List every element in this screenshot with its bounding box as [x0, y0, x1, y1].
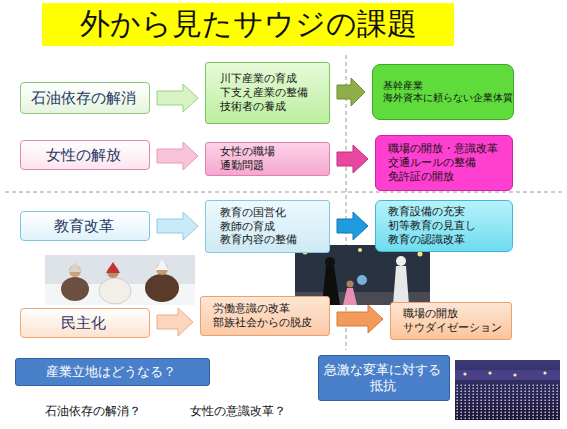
figure-child — [343, 288, 357, 305]
measure-box: 女性の職場通勤問題 — [205, 142, 330, 176]
node-text: 初等教育の見直し — [388, 219, 509, 233]
issue-box: 女性の解放 — [20, 140, 150, 170]
question-box: 産業立地はどうなる？ — [15, 358, 210, 386]
photo-night — [455, 360, 560, 420]
block-arrow — [337, 305, 383, 333]
building-light — [543, 371, 546, 374]
building-light — [513, 373, 516, 376]
goal-box: 職場の開放・意識改革交通ルールの整備免許証の開放 — [375, 135, 513, 191]
node-text: 教育の国営化 — [220, 206, 326, 220]
node-text: 女性の職場 — [220, 145, 326, 159]
node-text: 急激な変革に対する抵抗 — [319, 362, 446, 395]
question-box: 急激な変革に対する抵抗 — [318, 355, 450, 401]
title: 外から見たサウジの課題 — [42, 3, 454, 46]
note-text: 石油依存の解消？ — [45, 403, 141, 420]
goal-box: 基幹産業海外資本に頼らない企業体質 — [372, 64, 514, 120]
title-band — [42, 3, 454, 46]
building-light — [488, 371, 491, 374]
street-light — [358, 248, 362, 252]
figure-thobe — [393, 266, 409, 305]
figure-head — [396, 256, 406, 266]
node-text: 部族社会からの脱皮 — [213, 316, 326, 330]
node-text: 海外資本に頼らない企業体質 — [383, 92, 510, 105]
node-text: 労働意識の改革 — [213, 302, 326, 316]
figure-body — [99, 278, 131, 304]
dashed-divider — [5, 192, 562, 193]
node-text: 教育改革 — [21, 217, 146, 236]
building-band — [455, 370, 560, 380]
node-text: 教育の認識改革 — [388, 233, 509, 247]
photo-seated-men — [45, 255, 195, 305]
photo-sky — [45, 255, 195, 305]
measure-box: 教育の国営化教師の育成教育内容の整備 — [205, 200, 330, 253]
block-arrow — [337, 78, 365, 106]
figure-head — [347, 281, 354, 288]
node-text: 免許証の開放 — [388, 170, 509, 184]
node-text: 通勤問題 — [220, 159, 326, 173]
issue-box: 石油依存の解消 — [20, 82, 150, 114]
block-arrow — [337, 212, 368, 240]
figure-body — [145, 274, 179, 302]
building-light — [463, 372, 466, 375]
node-text: 産業立地はどうなる？ — [16, 364, 206, 380]
node-text: 女性の解放 — [21, 146, 146, 165]
crowd — [455, 384, 560, 420]
note-text: 女性の意識改革？ — [190, 403, 286, 420]
figure-headscarf — [68, 262, 82, 272]
node-text: 基幹産業 — [383, 80, 510, 93]
block-arrow — [337, 145, 368, 173]
node-text: 民主化 — [21, 314, 146, 333]
photo-crowd-night — [455, 360, 560, 420]
figure-body — [61, 277, 89, 301]
block-arrow — [157, 142, 198, 170]
issue-box: 民主化 — [20, 308, 150, 338]
figure-head — [325, 257, 335, 267]
node-text: 技術者の養成 — [220, 100, 326, 114]
block-arrow — [157, 212, 198, 240]
balloon — [357, 275, 367, 285]
dashed-divider — [346, 55, 347, 350]
node-text: 教育設備の充実 — [388, 205, 509, 219]
node-text: 石油依存の解消 — [21, 89, 146, 108]
node-text: サウダイゼーション — [403, 321, 508, 335]
issue-box: 教育改革 — [20, 211, 150, 241]
measure-box: 川下産業の育成下支え産業の整備技術者の養成 — [205, 62, 330, 124]
goal-box: 教育設備の充実初等教育の見直し教育の認識改革 — [375, 200, 513, 252]
node-text: 職場の開放 — [403, 307, 508, 321]
node-text: 川下産業の育成 — [220, 72, 326, 86]
street-light — [418, 252, 423, 257]
node-text: 教師の育成 — [220, 220, 326, 234]
figure-headscarf — [155, 259, 169, 270]
node-text: 教育内容の整備 — [220, 233, 326, 247]
measure-box: 労働意識の改革部族社会からの脱皮 — [200, 296, 330, 336]
block-arrow — [157, 84, 198, 112]
block-arrow — [157, 308, 193, 336]
node-text: 交通ルールの整備 — [388, 156, 509, 170]
node-text: 職場の開放・意識改革 — [388, 142, 509, 156]
node-text: 下支え産業の整備 — [220, 86, 326, 100]
goal-box: 職場の開放サウダイゼーション — [390, 302, 512, 340]
figure-headscarf — [106, 262, 120, 273]
